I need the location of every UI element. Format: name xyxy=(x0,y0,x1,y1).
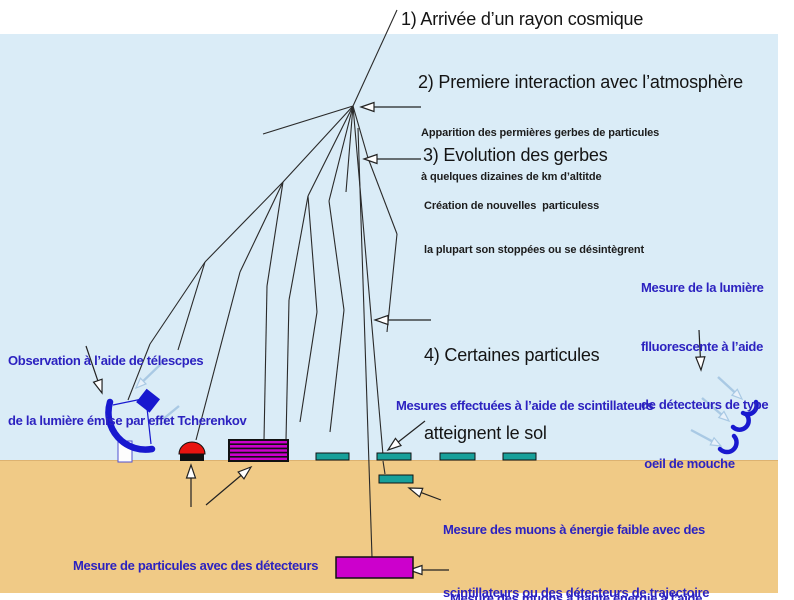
step2-subtitle-line1: Apparition des permières gerbes de parti… xyxy=(421,127,660,139)
detectors xyxy=(105,388,537,579)
step3-title: 3) Evolution des gerbes xyxy=(423,145,608,165)
surface-scintillator xyxy=(315,452,350,461)
step3-subtitle: Création de nouvelles particuless la plu… xyxy=(424,170,644,286)
particle-shower-lines xyxy=(127,9,398,558)
scintillators-annotation: Mesures effectuées à l’aide de scintilla… xyxy=(396,398,654,413)
surface-scintillator xyxy=(502,452,537,461)
deep-muon-detector xyxy=(335,556,414,579)
fluorescence-line2: flluorescente à l’aide xyxy=(641,338,764,354)
trajectory-line1: Mesure de particules avec des détecteurs xyxy=(73,558,319,573)
step2-subtitle: Apparition des permières gerbes de parti… xyxy=(421,97,659,213)
weak-muons-line1: Mesure des muons à énergie faible avec d… xyxy=(443,522,705,537)
tcherenkov-annotation: Observation à l’aide de télescpes de la … xyxy=(8,311,247,471)
surface-scintillator xyxy=(439,452,476,461)
underground-scintillator xyxy=(378,474,414,484)
tcherenkov-line2: de la lumière émise par effet Tcherenkov xyxy=(8,413,247,428)
telescope-receiver xyxy=(136,388,161,413)
step4-title: 4) Certaines particules atteignent le so… xyxy=(424,290,600,498)
deep-muons-line1: Mesure des muons à haute énergie à l’aid… xyxy=(450,591,703,600)
surface-scintillator xyxy=(376,452,412,461)
deep-muons-annotation: Mesure des muons à haute énergie à l’aid… xyxy=(450,546,703,600)
step4-title-line1: 4) Certaines particules xyxy=(424,345,600,365)
fly-eye-detector-arcs xyxy=(717,399,759,455)
dome-detector-base xyxy=(180,454,204,461)
trajectory-annotation: Mesure de particules avec des détecteurs… xyxy=(73,517,319,600)
cherenkov-light-arrows xyxy=(134,361,744,447)
trajectory-detector xyxy=(228,439,289,462)
dome-detector xyxy=(178,441,206,455)
telescope-dish xyxy=(105,398,156,453)
pointer-arrows xyxy=(85,101,706,576)
weak-muons-line2: scintillateurs ou des détecteurs de traj… xyxy=(443,585,710,600)
step3-subtitle-line1: Création de nouvelles particuless xyxy=(424,200,600,212)
step2-title: 2) Premiere interaction avec l’atmosphèr… xyxy=(418,72,743,92)
fluorescence-annotation: Mesure de la lumière flluorescente à l’a… xyxy=(641,239,769,512)
fluorescence-line4: oeil de mouche xyxy=(641,455,735,471)
tcherenkov-line1: Observation à l’aide de télescpes xyxy=(8,353,204,368)
step4-title-line2: atteignent le sol xyxy=(424,423,547,443)
sky-background xyxy=(0,34,778,460)
weak-muons-annotation: Mesure des muons à énergie faible avec d… xyxy=(443,477,710,600)
step3-subtitle-line2: la plupart son stoppées ou se désintègre… xyxy=(424,243,645,256)
fluorescence-line3: de détecteurs de type xyxy=(641,397,769,412)
fluorescence-line1: Mesure de la lumière xyxy=(641,280,764,295)
step1-title: 1) Arrivée d’un rayon cosmique xyxy=(401,9,644,29)
step2-subtitle-line2: à quelques dizaines de km d’altitde xyxy=(421,170,602,183)
